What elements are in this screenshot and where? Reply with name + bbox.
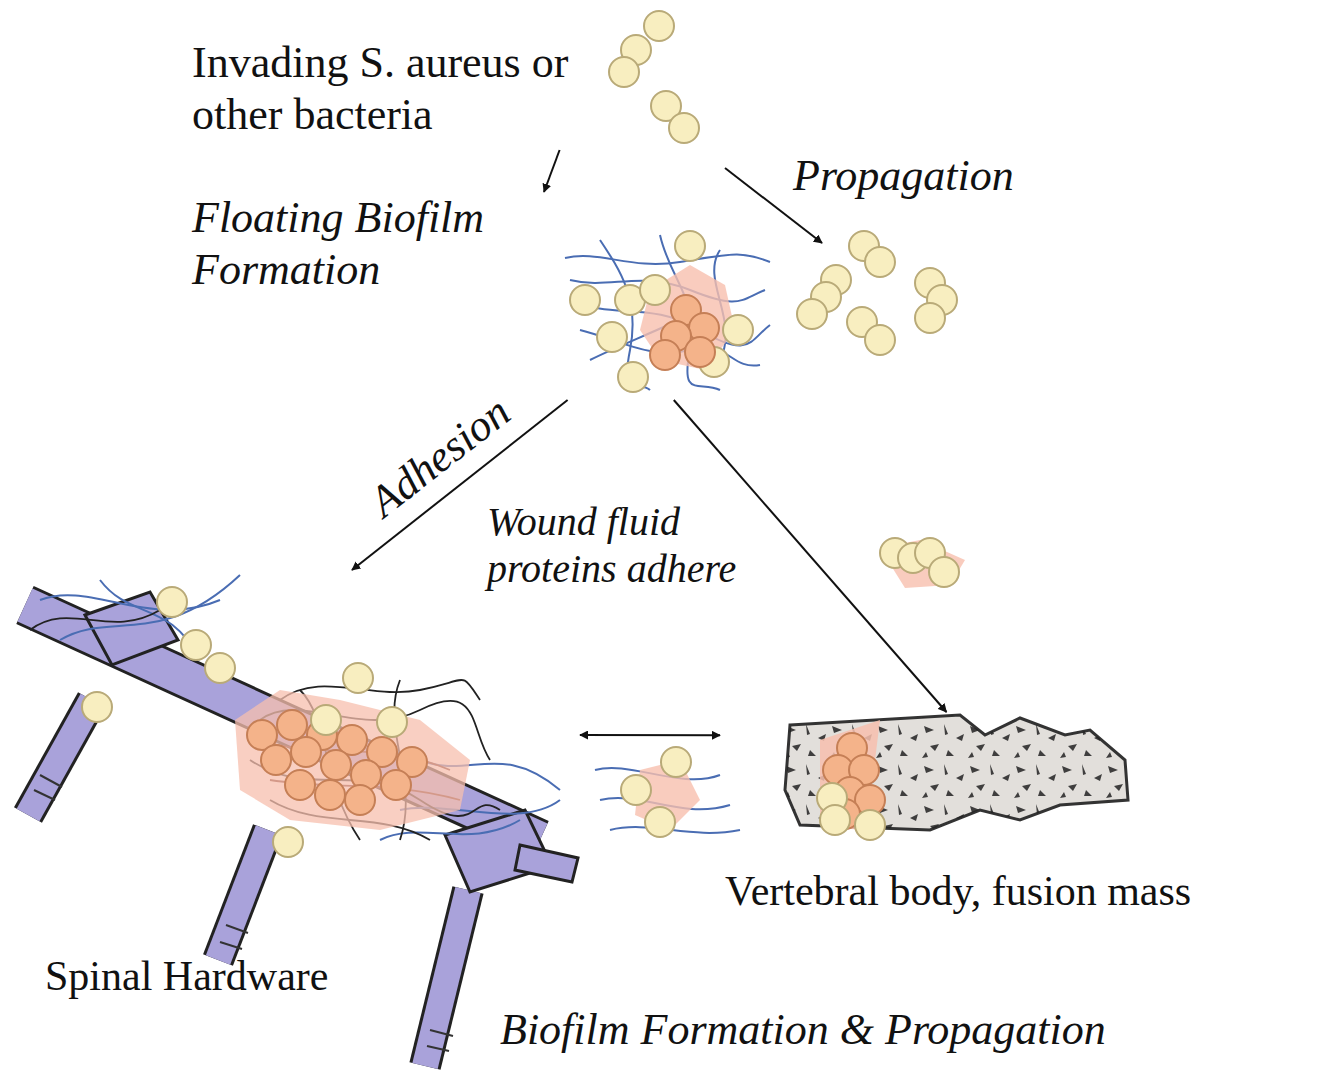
arrow-connector [580, 734, 720, 736]
figure-label: Vertebral body, fusion mass [725, 867, 1191, 917]
figure-label: Floating Biofilm Formation [192, 192, 582, 296]
figure-label: Invading S. aureus or other bacteria [192, 37, 592, 141]
annotation-label: Biofilm Formation & Propagation [500, 1004, 1260, 1056]
illustration-group: Vertebral body, fusion mass [720, 712, 1332, 924]
annotation-label: Wound fluid proteins adhere [487, 498, 787, 592]
figure-label: Spinal Hardware [45, 952, 425, 1002]
arrow-connector [544, 150, 560, 192]
illustration-group: Spinal Hardware [10, 570, 580, 1070]
illustration-group: Floating Biofilm Formation [190, 192, 780, 400]
illustration-group: Invading S. aureus or other bacteria [190, 5, 630, 150]
annotation-label: Propagation [793, 150, 1083, 202]
